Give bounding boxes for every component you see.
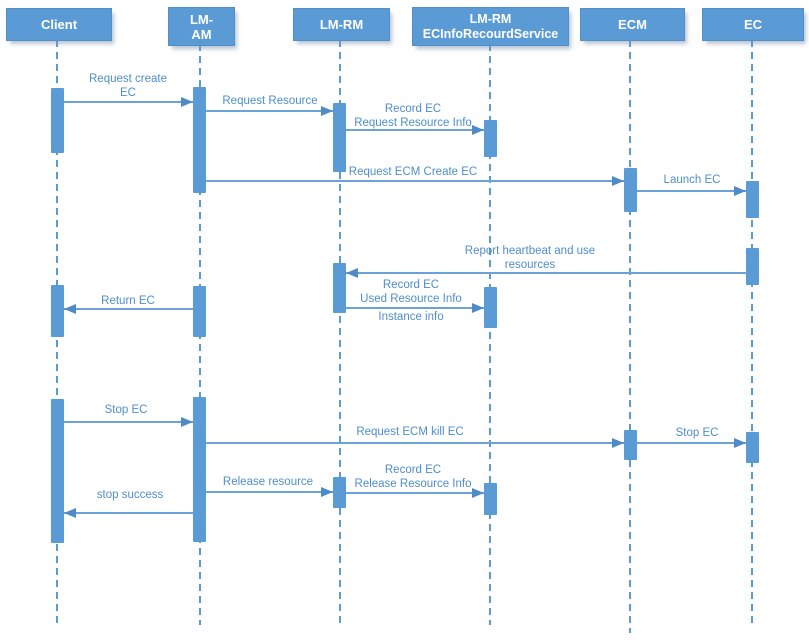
actor-label: LM-RM ECInfoRecourdService [422,11,559,41]
actor-label: EC [743,17,763,32]
arrowhead-right-icon [734,437,746,448]
arrowhead-right-icon [181,96,193,107]
activation-bar-ecinforecourdservice [484,120,497,157]
message-label: Report heartbeat and use resources [464,245,596,271]
message-arrow [637,437,746,448]
actor-lm-rm: LM-RM [293,8,390,41]
arrowhead-left-icon [64,303,76,314]
lifeline-lm-rm-ecinforecourdservice [489,44,491,625]
message-label: Stop EC [675,427,719,439]
message-label: stop success [96,489,164,501]
activation-bar-ec [746,181,759,218]
arrowhead-right-icon [472,124,484,135]
message-arrow [64,303,193,314]
message-label: Record EC Request Resource Info [354,103,472,129]
message-arrow [346,267,747,278]
message-label: Launch EC [663,174,721,186]
message-arrow [346,124,484,135]
arrowhead-right-icon [734,185,746,196]
message-arrow [206,175,624,186]
arrowhead-left-icon [64,507,76,518]
activation-bar-lm-am [193,87,206,193]
message-label: Return EC [101,295,155,307]
activation-bar-lm-am [193,397,206,542]
activation-bar-ecm [624,168,637,212]
arrowhead-right-icon [321,105,333,116]
message-arrow [64,507,193,518]
lifeline-lm-rm [339,40,341,625]
activation-bar-lm-rm [333,103,346,172]
message-arrow [206,437,624,448]
activation-bar-ecm [624,430,637,460]
message-arrow [346,487,484,498]
arrowhead-right-icon [181,416,193,427]
message-arrow [64,416,193,427]
activation-bar-client [51,399,64,543]
activation-bar-ec [746,248,759,285]
message-label: Release resource [222,476,314,488]
message-arrow [206,105,333,116]
message-label: Record EC Release Resource Info [354,464,472,490]
arrowhead-left-icon [346,267,358,278]
message-label: Request ECM kill EC [356,426,464,438]
activation-bar-lm-am [193,286,206,337]
activation-bar-ecinforecourdservice [484,287,497,328]
arrowhead-right-icon [321,486,333,497]
message-arrow [637,185,746,196]
actor-label: LM- AM [189,11,214,42]
activation-bar-lm-rm [333,477,346,508]
message-label: Stop EC [104,404,148,416]
actor-label: LM-RM [319,17,364,32]
arrowhead-right-icon [612,175,624,186]
activation-bar-ecinforecourdservice [484,483,497,515]
message-label: Record EC Used Resource Info [360,279,462,305]
actor-ecm: ECM [580,8,685,41]
actor-ec: EC [702,8,804,41]
actor-lm-rm-ecinforecourdservice: LM-RM ECInfoRecourdService [412,7,569,46]
message-label: Request ECM Create EC [348,166,478,178]
activation-bar-client [51,285,64,337]
arrowhead-right-icon [472,302,484,313]
message-arrow [346,302,484,313]
activation-bar-lm-rm [333,263,346,313]
activation-bar-client [51,88,64,153]
activation-bar-ec [746,432,759,463]
actor-client: Client [6,8,112,41]
message-label: Request create EC [89,73,167,99]
message-label: Request Resource [222,95,318,107]
actor-label: ECM [618,17,647,32]
arrowhead-right-icon [612,437,624,448]
message-arrow [206,486,333,497]
actor-lm-am: LM- AM [168,7,235,46]
actor-label: Client [40,17,78,32]
lifeline-ec [751,40,753,625]
arrowhead-right-icon [472,487,484,498]
lifeline-ecm [629,40,631,633]
message-arrow [64,96,193,107]
message-label-below: Instance info [378,311,444,323]
